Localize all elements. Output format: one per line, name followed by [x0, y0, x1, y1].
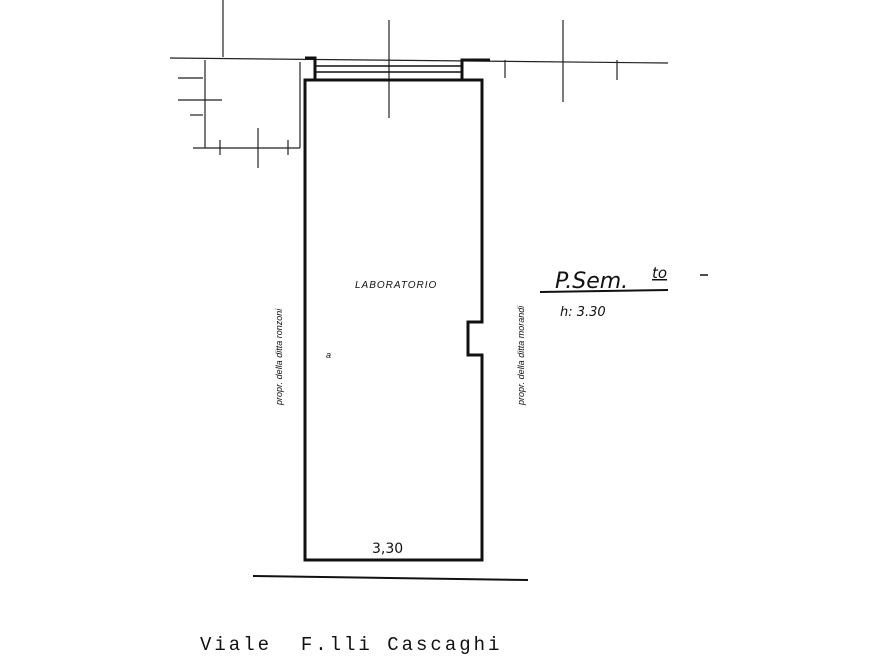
floor-label-superscript: to — [652, 264, 667, 282]
floor-label-underline — [539, 289, 669, 293]
room-label: LABORATORIO — [355, 280, 437, 291]
floor-title: P.Sem. to h: 3.30 — [539, 264, 708, 320]
street-line — [252, 575, 529, 581]
room-outline — [303, 56, 490, 562]
side-mark: a — [326, 350, 331, 360]
bottom-width-dimension: 3,30 — [372, 541, 403, 557]
right-neighbor-label: propr. della ditta morandi — [516, 305, 526, 406]
left-neighbor-label: propr. della ditta ronzoni — [274, 308, 284, 406]
street-name: Viale F.lli Cascaghi — [200, 634, 502, 656]
height-label: h: 3.30 — [560, 305, 606, 320]
outer-grid-lines — [169, 0, 669, 168]
